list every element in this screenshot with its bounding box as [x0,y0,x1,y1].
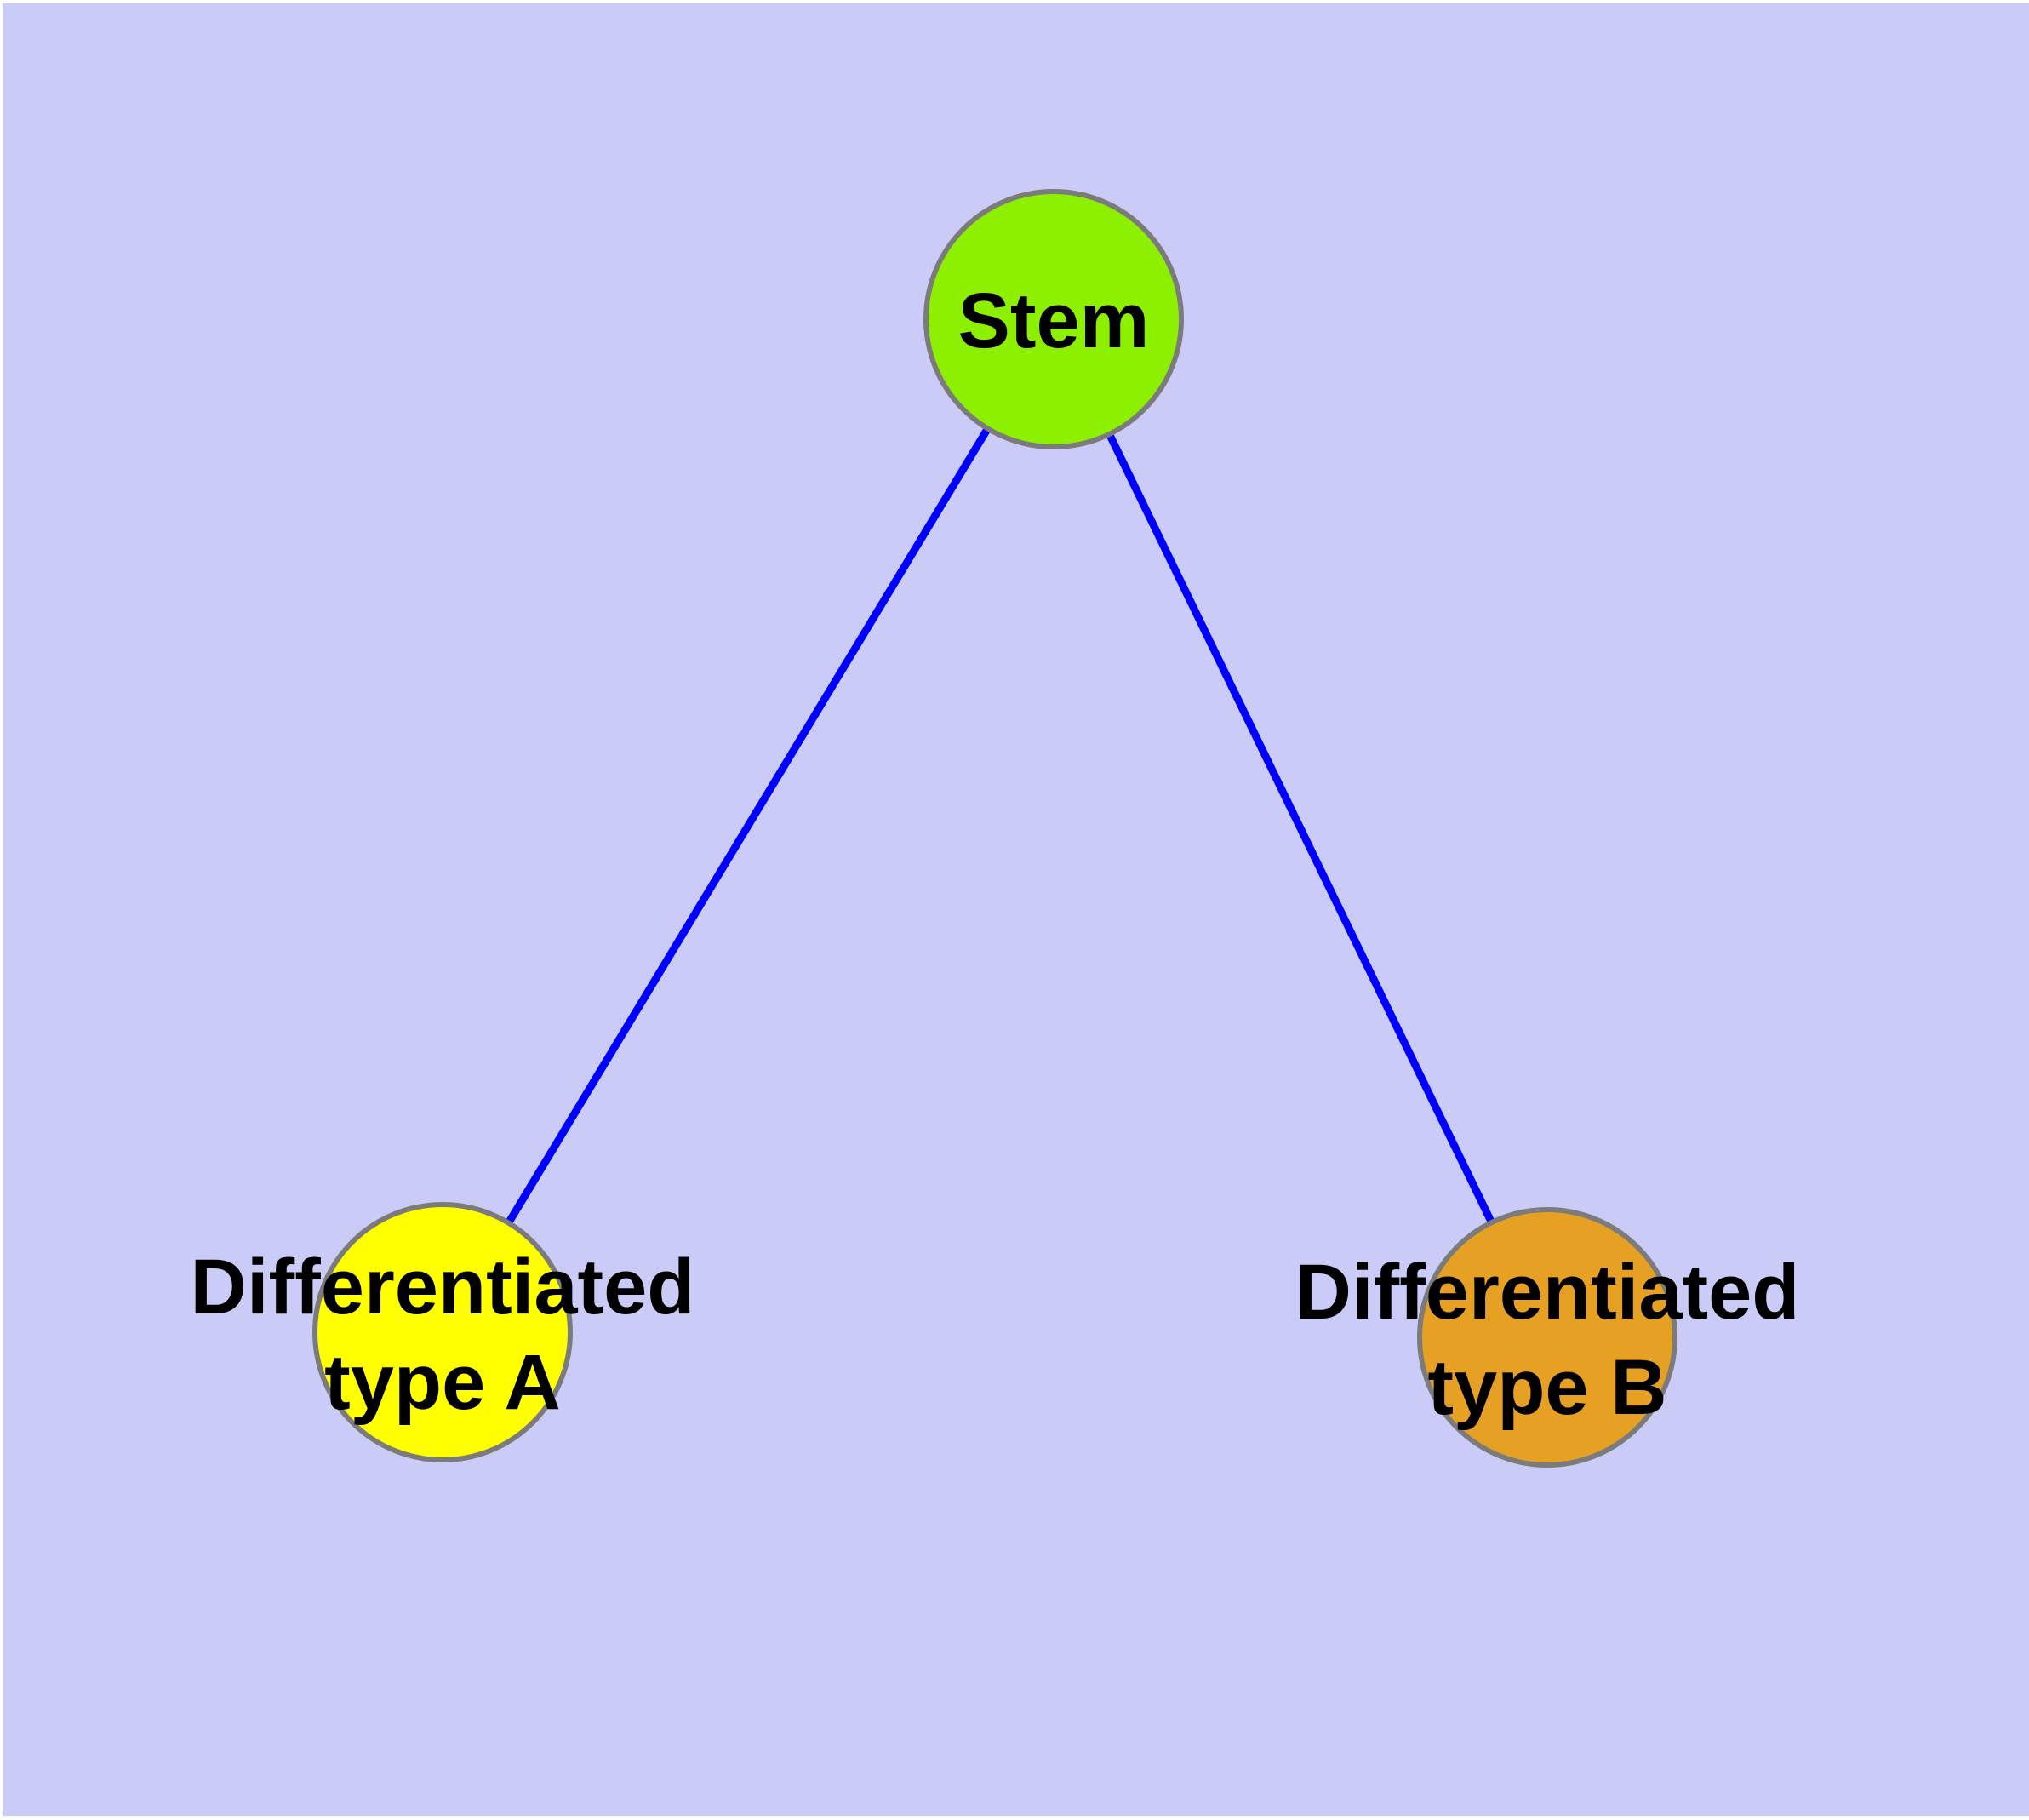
node-type-a-circle [312,1202,573,1462]
node-type-b-label-line2: type B [1427,1344,1666,1431]
node-type-a-label-line1: Differentiated [191,1244,695,1331]
node-stem-circle [923,189,1184,449]
edge-stem-to-type-b [1049,318,1552,1339]
node-stem-label: Stem [958,278,1150,364]
node-type-b-label-line1: Differentiated [1295,1249,1800,1336]
node-type-b-circle [1417,1207,1677,1468]
edge-stem-to-type-a [439,317,1057,1335]
node-type-a-label-line2: type A [324,1339,561,1426]
